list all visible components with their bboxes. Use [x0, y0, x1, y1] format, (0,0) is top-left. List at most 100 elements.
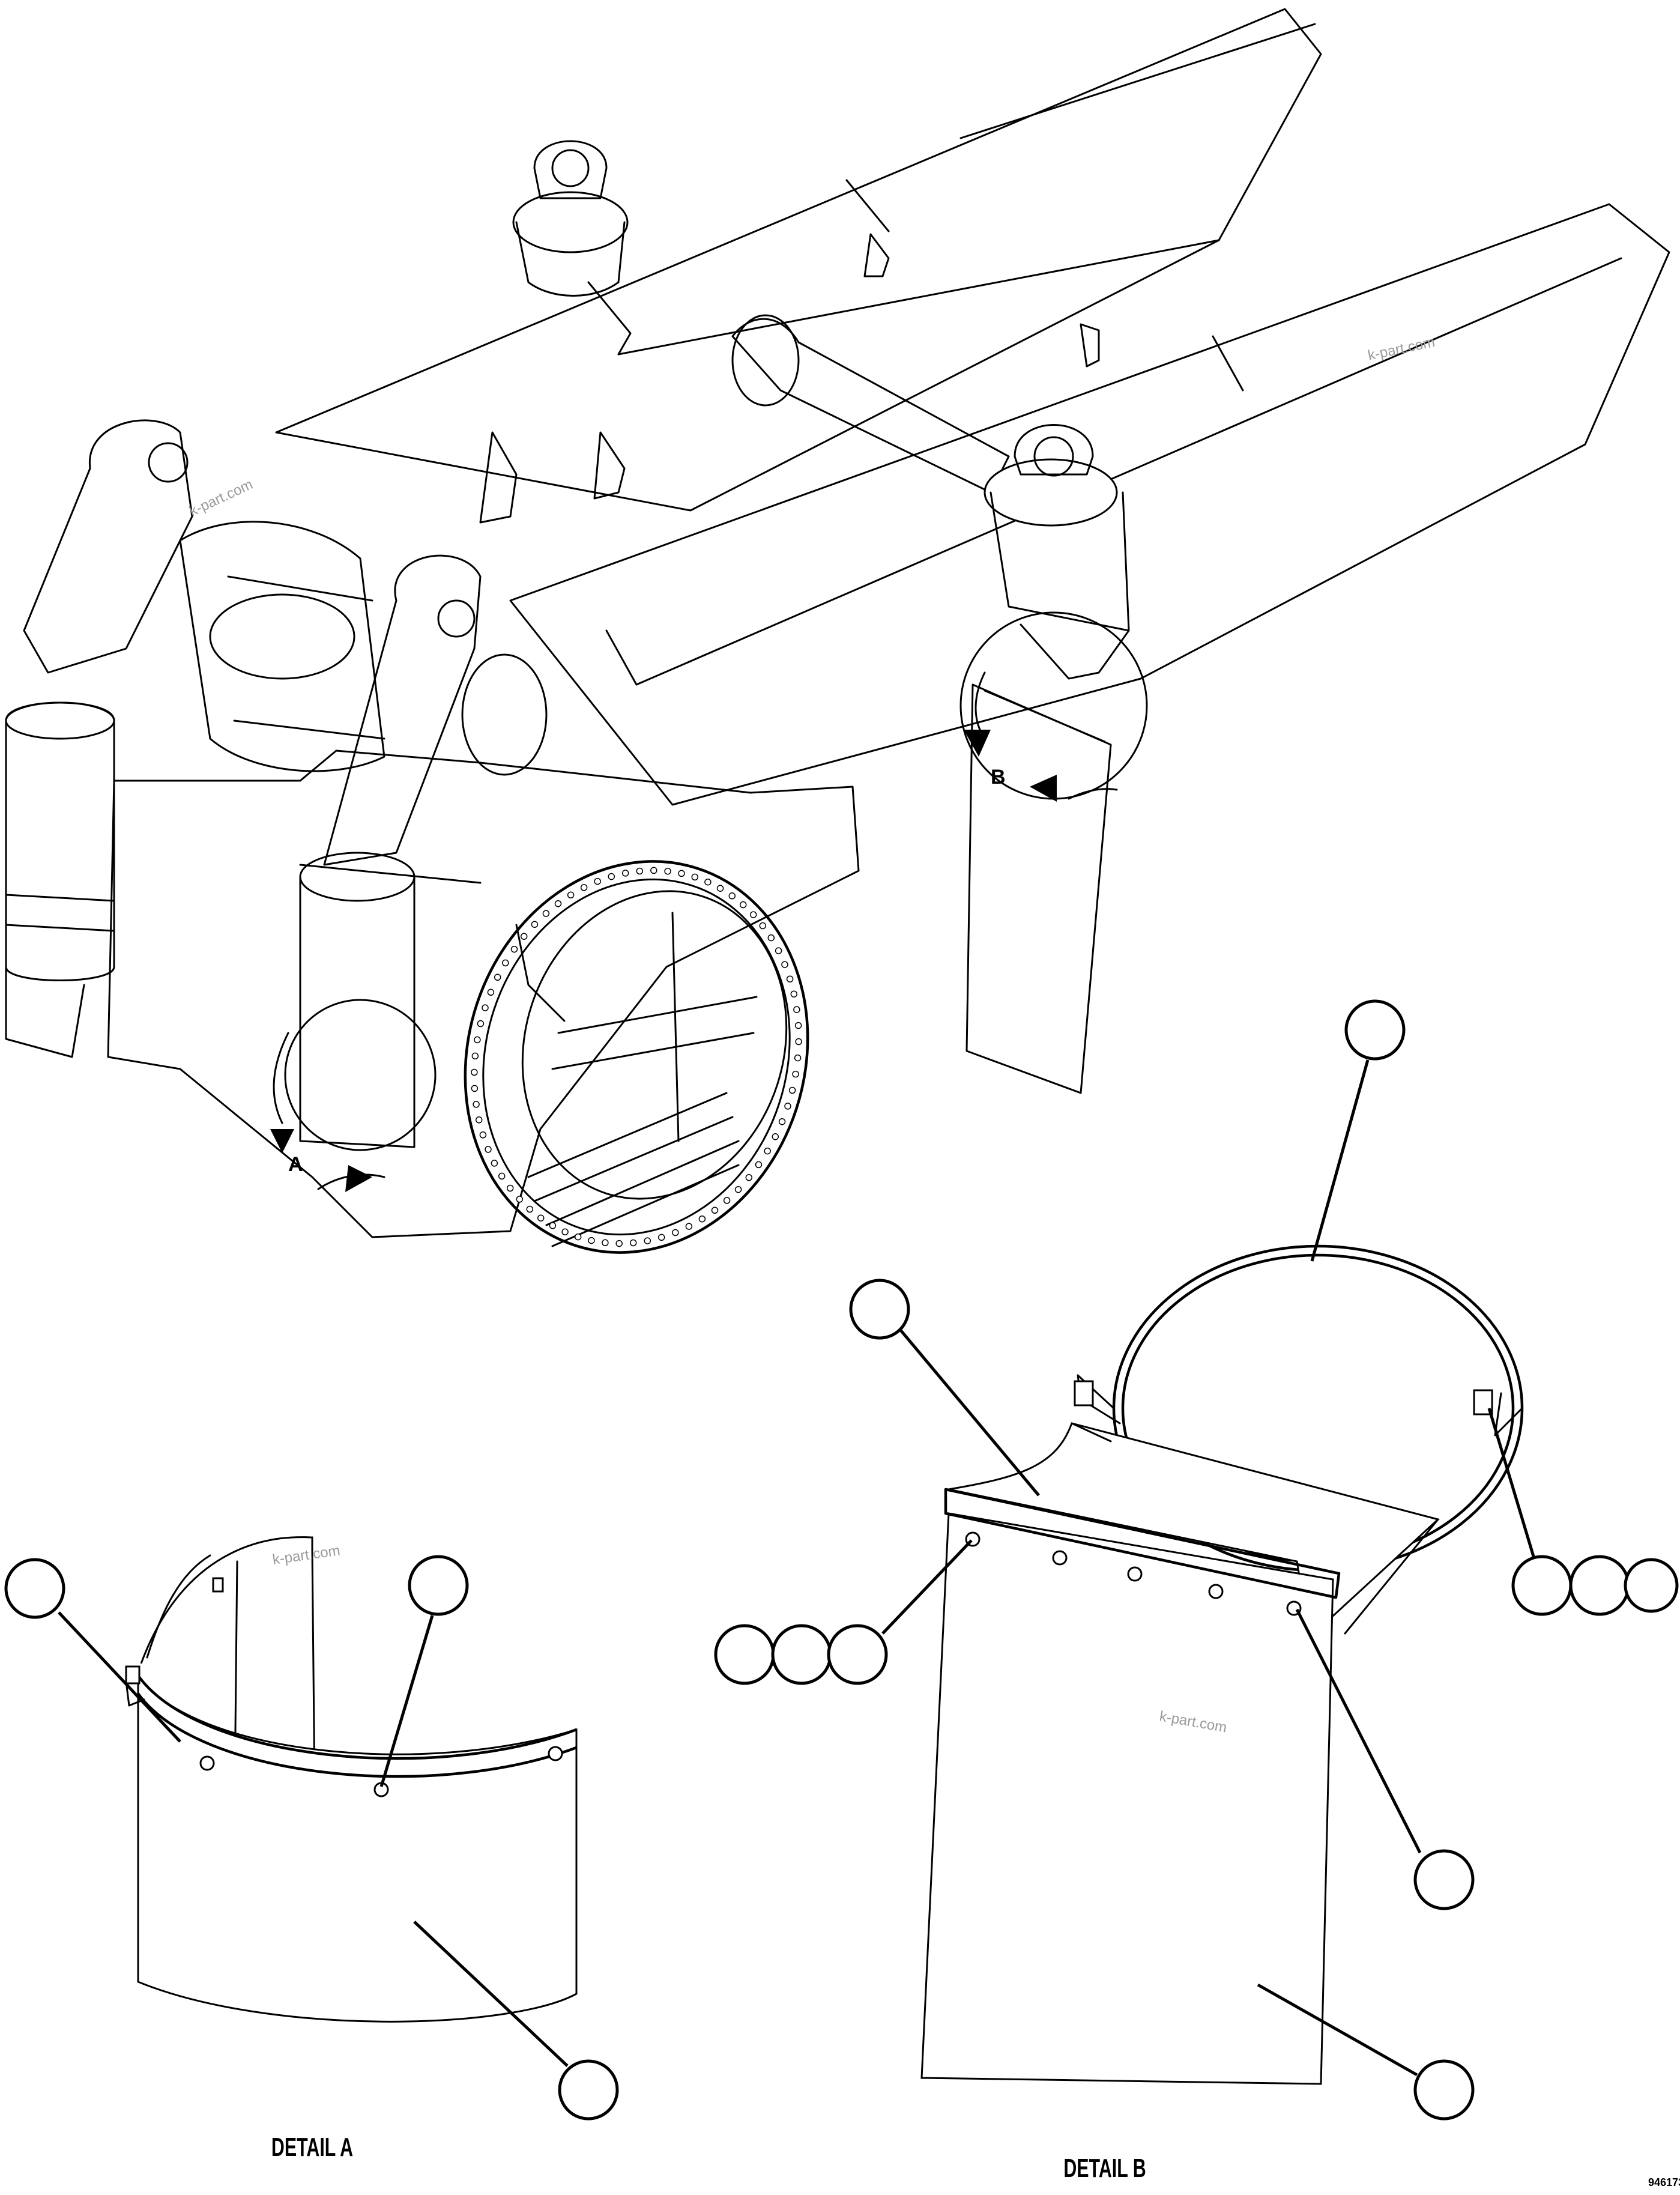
part-balloon	[558, 2059, 619, 2121]
part-balloon	[4, 1558, 65, 1619]
bolt-hole-icon	[755, 1161, 763, 1169]
bolt-hole-icon	[749, 911, 757, 918]
detail-b: k-part.com DETAIL B	[714, 999, 1679, 2183]
bolt-hole-icon	[479, 1131, 487, 1139]
bolt-hole-icon	[775, 947, 782, 954]
bolt-hole-icon	[781, 961, 788, 968]
bolt-hole-icon	[574, 1233, 582, 1241]
detail-a-title: DETAIL A	[271, 2133, 353, 2162]
bolt-hole-icon	[764, 1147, 771, 1155]
bolt-hole-icon	[580, 884, 588, 891]
bolt-hole-icon	[794, 1022, 802, 1029]
watermark-text: k-part.com	[1367, 334, 1436, 364]
bolt-hole-icon	[767, 934, 775, 942]
lift-cylinder-top	[512, 140, 629, 297]
lift-cylinder-right	[984, 424, 1130, 680]
bolt-hole-icon	[502, 959, 509, 967]
bolt-hole-icon	[471, 1068, 478, 1076]
bolt-hole-icon	[629, 1239, 637, 1247]
bolt-icon	[212, 1577, 224, 1593]
detail-b-title: DETAIL B	[1063, 2154, 1146, 2183]
bolt-hole-icon	[644, 1237, 651, 1244]
bolt-hole-icon	[494, 973, 501, 981]
bolt-hole-icon	[772, 1133, 779, 1140]
bolt-hole-icon	[685, 1223, 693, 1230]
bolt-hole-icon	[506, 1184, 514, 1192]
drawing-number: 946173	[1648, 2176, 1680, 2188]
bolt-hole-icon	[790, 990, 798, 998]
bolt-hole-icon	[531, 921, 539, 928]
bolt-hole-icon	[471, 1052, 479, 1060]
bolt-hole-icon	[636, 867, 644, 875]
part-balloon	[1344, 999, 1406, 1061]
bolt-hole-icon	[477, 1020, 485, 1028]
bolt-icon	[1074, 1380, 1094, 1406]
part-balloon	[771, 1624, 832, 1685]
slew-ring	[464, 860, 809, 1254]
bolt-hole-icon	[788, 1086, 796, 1094]
bolt-hole-icon	[473, 1101, 480, 1108]
bolt-hole-icon	[561, 1228, 569, 1236]
part-balloon	[1413, 1849, 1475, 1910]
part-balloon	[1511, 1555, 1573, 1616]
bolt-hole-icon	[704, 878, 712, 886]
bolt-icon	[125, 1665, 141, 1685]
main-frame-assembly: A B k-part.com k-part.com	[5, 8, 1670, 1254]
bolt-hole-icon	[723, 1197, 731, 1204]
bolt-hole-icon	[734, 1185, 742, 1193]
bolt-hole-icon	[678, 870, 685, 877]
bolt-hole-icon	[711, 1206, 719, 1214]
bolt-hole-icon	[526, 1205, 534, 1213]
bolt-hole-icon	[608, 873, 615, 880]
part-balloon	[1569, 1555, 1630, 1616]
bolt-hole-icon	[784, 1103, 791, 1110]
bolt-icon	[1208, 1584, 1224, 1599]
bolt-hole-icon	[567, 891, 575, 899]
bolt-hole-icon	[549, 1222, 557, 1229]
left-suspension-cylinder	[5, 701, 115, 1058]
bolt-hole-icon	[664, 867, 671, 875]
bolt-hole-icon	[520, 933, 528, 940]
bolt-hole-icon	[615, 1240, 623, 1247]
bolt-hole-icon	[485, 1146, 492, 1153]
part-balloon	[408, 1555, 469, 1616]
ring-bolt-holes	[471, 867, 802, 1247]
bolt-hole-icon	[728, 892, 736, 900]
bolt-hole-icon	[795, 1038, 802, 1046]
bolt-hole-icon	[792, 1070, 799, 1078]
bolt-hole-icon	[794, 1054, 802, 1062]
part-balloon	[827, 1624, 888, 1685]
bolt-hole-icon	[745, 1174, 753, 1181]
bolt-icon	[1127, 1566, 1143, 1582]
bolt-hole-icon	[786, 975, 794, 982]
bolt-hole-icon	[516, 1196, 524, 1203]
bolt-hole-icon	[602, 1239, 609, 1247]
bolt-hole-icon	[793, 1006, 800, 1013]
bolt-hole-icon	[487, 989, 495, 996]
bolt-icon	[199, 1755, 215, 1771]
view-label-a: A	[288, 1153, 303, 1176]
bolt-hole-icon	[698, 1215, 706, 1223]
bolt-hole-icon	[475, 1116, 483, 1124]
bolt-hole-icon	[650, 867, 657, 874]
bolt-hole-icon	[739, 901, 747, 909]
bolt-icon	[548, 1746, 563, 1761]
bolt-hole-icon	[491, 1160, 498, 1167]
detail-b-callout: B	[959, 611, 1148, 802]
bolt-hole-icon	[691, 873, 699, 881]
detail-a: k-part.com DETAIL A	[4, 1536, 619, 2162]
bolt-hole-icon	[510, 945, 518, 953]
detail-a-callout: A	[270, 999, 437, 1192]
bolt-hole-icon	[657, 1234, 665, 1241]
bolt-hole-icon	[474, 1036, 481, 1044]
bolt-hole-icon	[672, 1229, 679, 1237]
part-balloon	[1624, 1558, 1679, 1613]
bolt-hole-icon	[471, 1085, 479, 1092]
bolt-hole-icon	[554, 900, 562, 907]
bolt-hole-icon	[621, 870, 629, 877]
bolt-hole-icon	[588, 1237, 595, 1244]
bolt-hole-icon	[498, 1172, 506, 1180]
bolt-hole-icon	[482, 1004, 489, 1011]
bolt-hole-icon	[537, 1214, 545, 1222]
